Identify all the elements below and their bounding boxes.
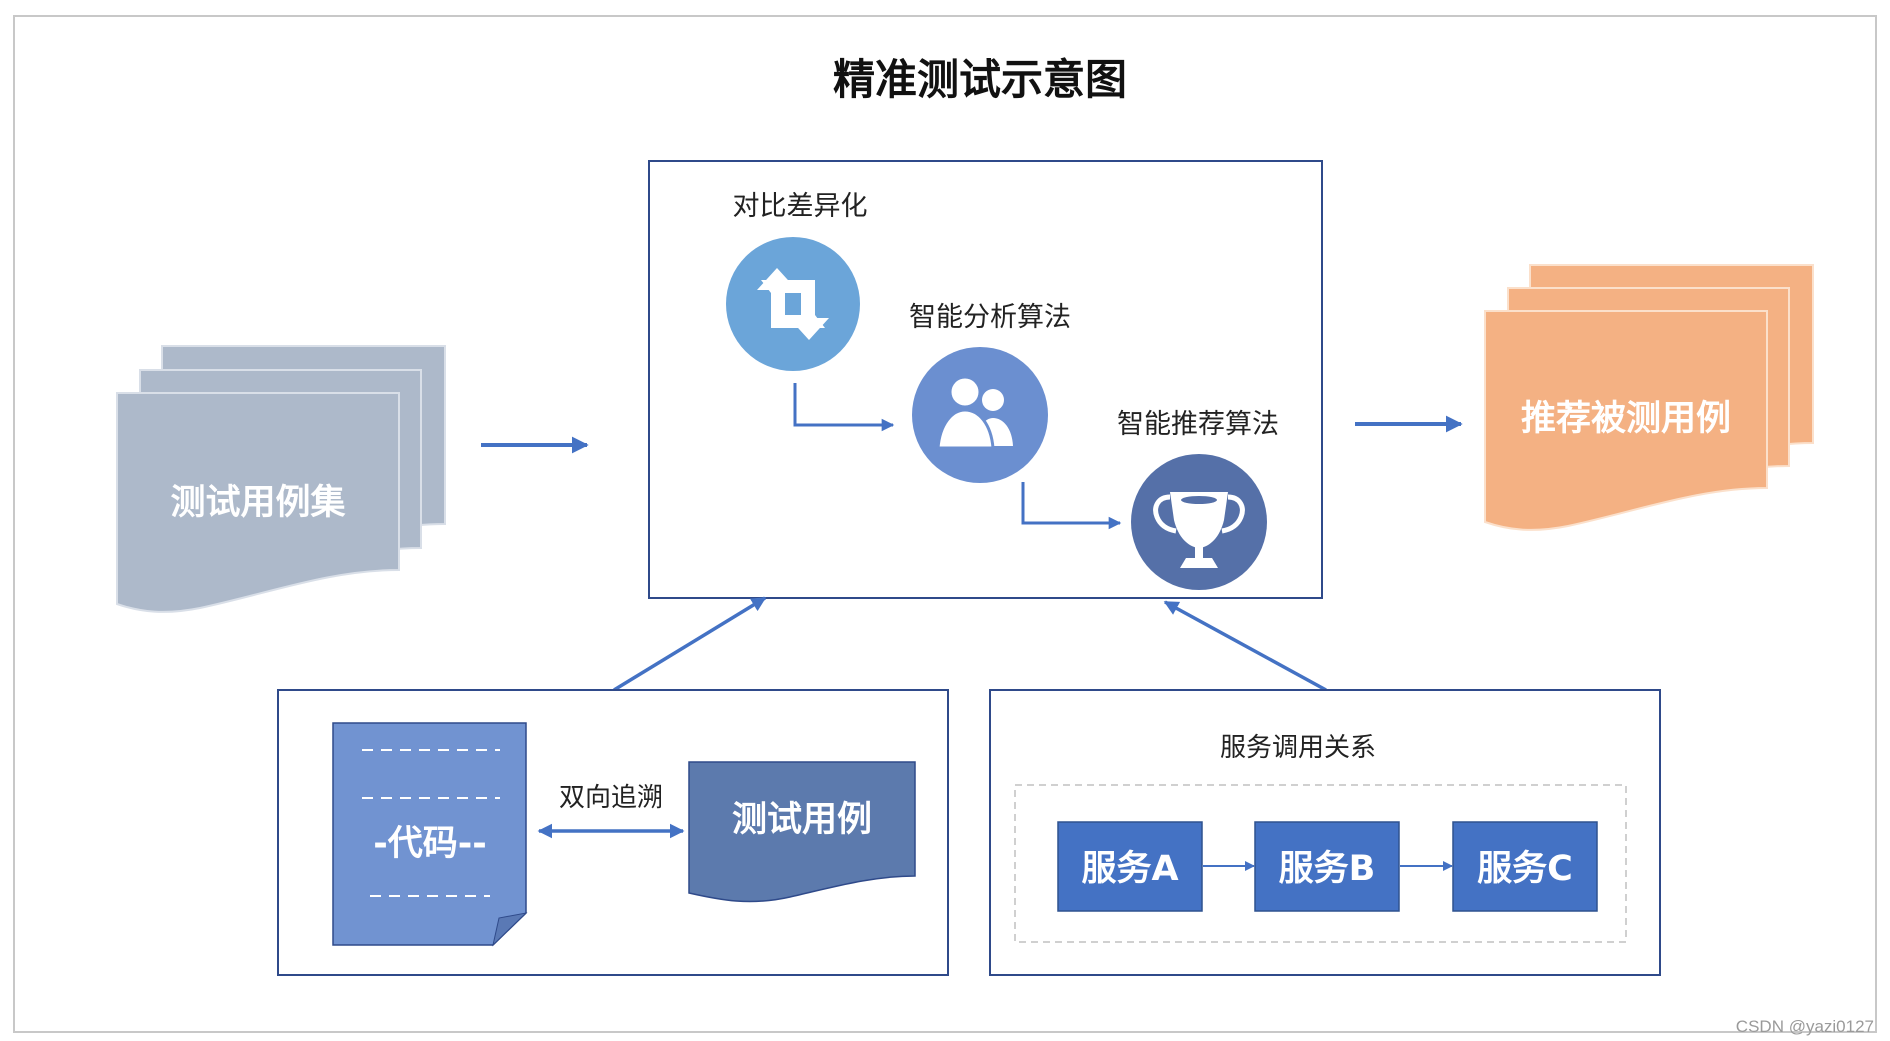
service-c: 服务C: [1452, 821, 1598, 912]
arrow-analysis-to-recommend: [1021, 482, 1122, 530]
outer-border: [13, 15, 1877, 1033]
service-c-label: 服务C: [1477, 849, 1573, 889]
step-circle-diff: [726, 237, 860, 371]
trophy-icon: [1153, 492, 1245, 568]
step-label-recommend: 智能推荐算法: [1117, 409, 1279, 440]
step-circle-analysis: [912, 347, 1048, 483]
retweet-icon: [757, 268, 829, 340]
users-icon: [936, 375, 1013, 450]
step-label-diff: 对比差异化: [733, 191, 868, 222]
arrow-diff-to-analysis: [793, 383, 895, 432]
service-a: 服务A: [1057, 821, 1203, 912]
testcase-label: 测试用例: [732, 800, 872, 840]
service-b: 服务B: [1254, 821, 1400, 912]
step-circle-recommend: [1131, 454, 1267, 590]
arrow-services-to-center: [1163, 600, 1327, 692]
service-title: 服务调用关系: [1220, 733, 1376, 763]
service-a-label: 服务A: [1081, 849, 1178, 889]
output-docs-label: 推荐被测用例: [1521, 399, 1731, 439]
output-document-stack: 推荐被测用例: [1484, 264, 1814, 531]
step-label-analysis: 智能分析算法: [909, 302, 1071, 333]
arrow-trace-to-center: [613, 596, 767, 692]
code-label: -代码--: [373, 824, 487, 864]
service-b-label: 服务B: [1279, 849, 1376, 889]
input-docs-label: 测试用例集: [170, 483, 345, 523]
watermark: CSDN @yazi0127: [1735, 1017, 1874, 1036]
input-document-stack: 测试用例集: [116, 345, 446, 613]
service-group-dashed: [1014, 784, 1627, 943]
code-document: -代码--: [332, 722, 528, 947]
diagram-title: 精准测试示意图: [833, 55, 1127, 104]
testcase-document: 测试用例: [688, 761, 916, 903]
trace-label: 双向追溯: [559, 783, 663, 813]
